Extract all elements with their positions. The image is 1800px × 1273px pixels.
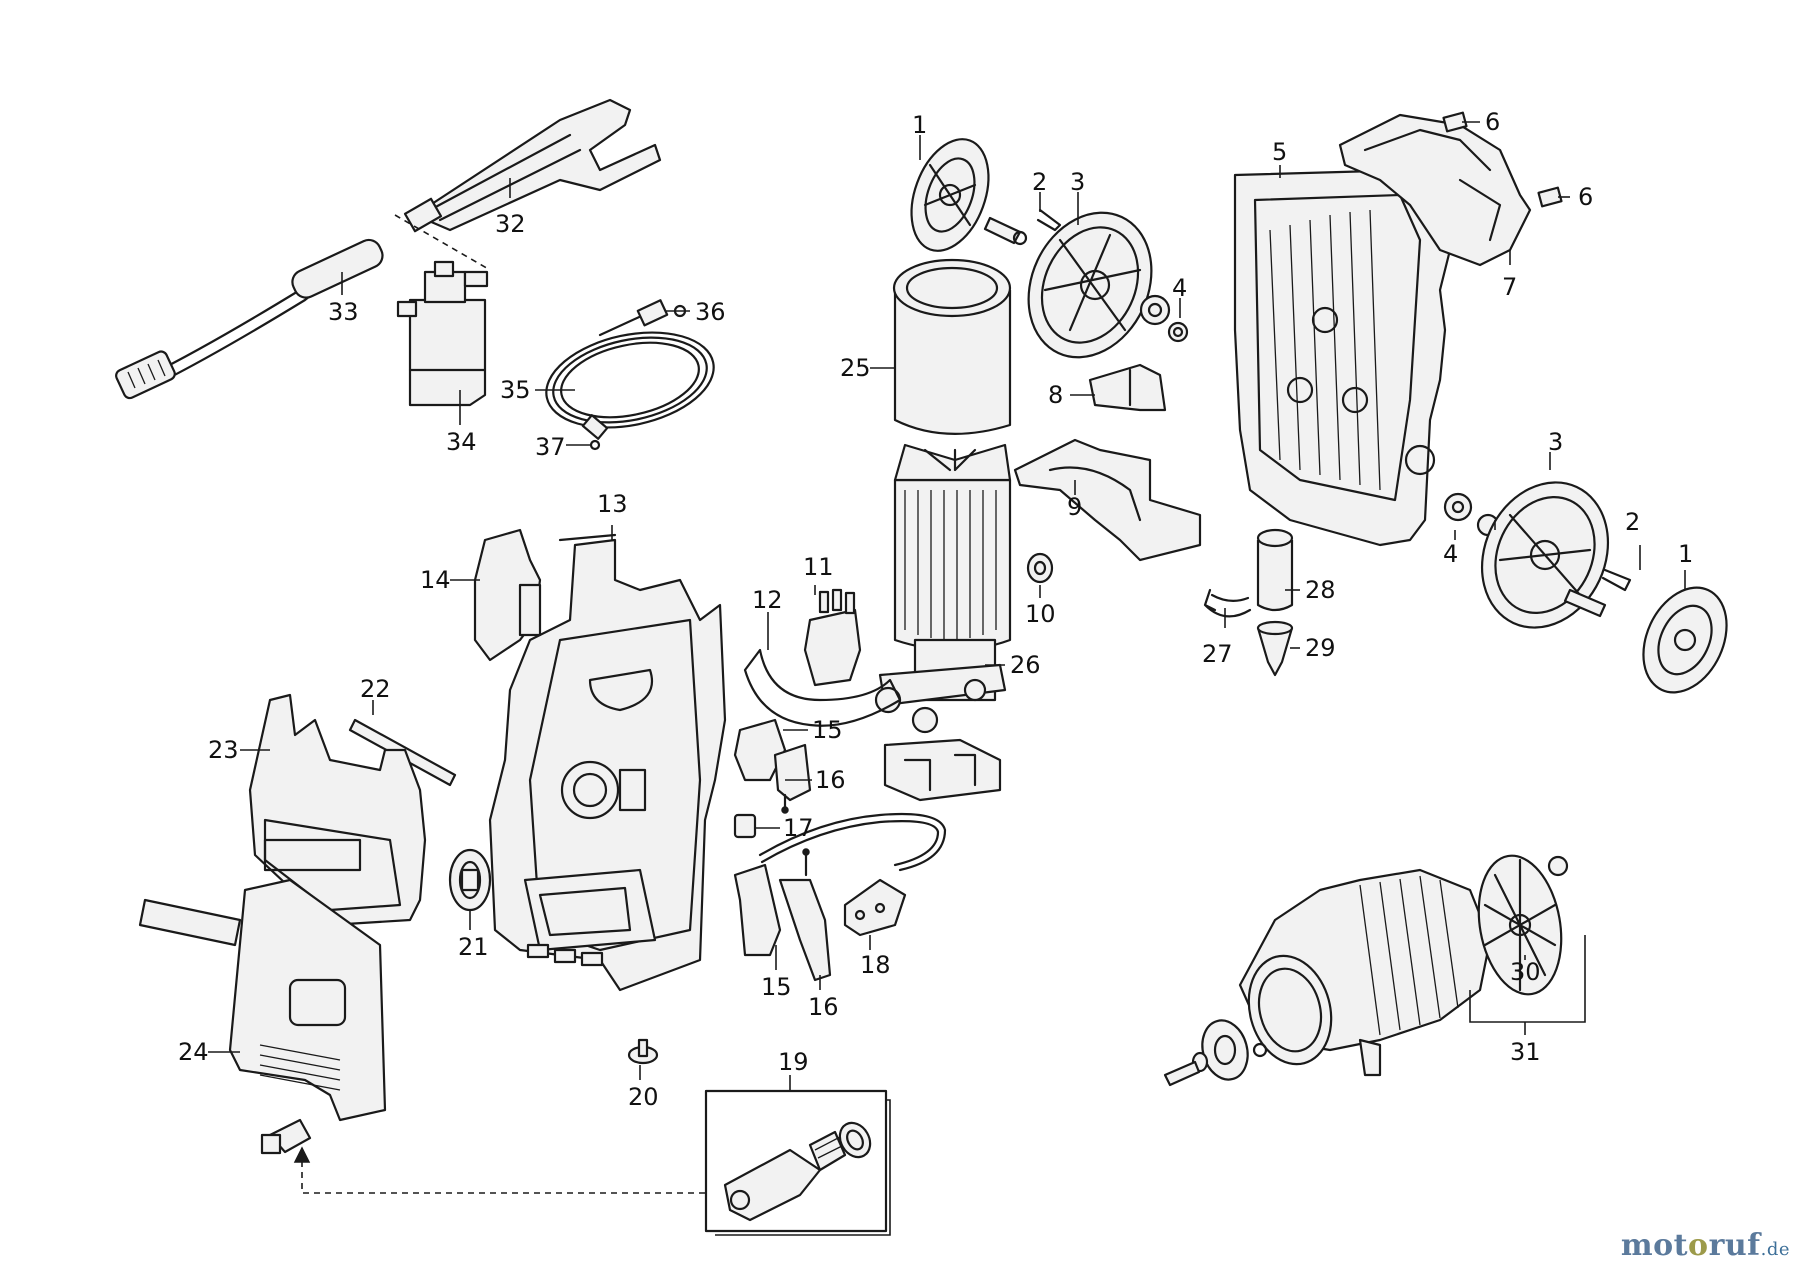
watermark-part-1: mot <box>1620 1228 1689 1263</box>
clip-15-lower <box>733 863 782 957</box>
callout-4-right: 4 <box>1443 540 1458 568</box>
motor-assembly <box>1238 868 1492 1077</box>
hose-holder-frame <box>248 693 427 927</box>
switch-module <box>803 588 862 687</box>
callout-21: 21 <box>458 933 489 961</box>
callout-35: 35 <box>500 376 531 404</box>
callout-12: 12 <box>752 586 783 614</box>
inlet-arrow-line <box>301 1160 705 1194</box>
callout-17: 17 <box>783 814 814 842</box>
callout-8: 8 <box>1048 381 1063 409</box>
callout-19: 19 <box>778 1048 809 1076</box>
callout-14: 14 <box>420 566 451 594</box>
motor-fan <box>1477 854 1569 996</box>
callout-23: 23 <box>208 736 239 764</box>
wheel-hub-cap-right <box>1642 586 1728 694</box>
callout-2-right: 2 <box>1625 508 1640 536</box>
callout-31: 31 <box>1510 1038 1541 1066</box>
clamp-ring <box>743 648 902 727</box>
inlet-kit-box <box>704 1089 891 1236</box>
callout-9: 9 <box>1067 493 1082 521</box>
callout-1-left: 1 <box>912 111 927 139</box>
watermark-part-2: o <box>1688 1228 1709 1263</box>
clip-holder <box>473 528 542 662</box>
callout-16-bottom: 16 <box>808 993 839 1021</box>
washer-left <box>1139 294 1189 343</box>
callout-labels: 1 2 3 4 5 6 6 7 8 9 10 11 12 13 14 15 16… <box>178 108 1693 1111</box>
callout-30: 30 <box>1510 958 1541 986</box>
leader-lines <box>208 121 1686 1090</box>
callout-18: 18 <box>860 951 891 979</box>
clip-16-upper <box>773 743 812 802</box>
bracket <box>1088 363 1167 412</box>
callout-29: 29 <box>1305 634 1336 662</box>
callout-22: 22 <box>360 675 391 703</box>
main-housing <box>488 533 727 992</box>
callout-10: 10 <box>1025 600 1056 628</box>
front-cover <box>138 878 387 1155</box>
callout-6-mid: 6 <box>1578 183 1593 211</box>
power-cord <box>758 812 947 937</box>
cylinder-cover <box>892 258 1012 435</box>
arrow-head-icon <box>293 1146 311 1163</box>
wheel-hub-cap-left <box>910 138 990 252</box>
callout-28: 28 <box>1305 576 1336 604</box>
callout-3-right: 3 <box>1548 428 1563 456</box>
callout-24: 24 <box>178 1038 209 1066</box>
detergent-bottle <box>394 214 491 407</box>
callout-15-bottom: 15 <box>761 973 792 1001</box>
callout-13: 13 <box>597 490 628 518</box>
handle <box>1338 111 1563 267</box>
watermark-part-4: .de <box>1760 1239 1790 1260</box>
callout-36: 36 <box>695 298 726 326</box>
motor-end-disc <box>1163 1019 1249 1087</box>
callout-34: 34 <box>446 428 477 456</box>
filter-cap <box>1256 620 1294 677</box>
callout-7: 7 <box>1502 273 1517 301</box>
support-plate <box>1013 438 1202 562</box>
callout-4-left: 4 <box>1172 274 1187 302</box>
spray-gun <box>403 98 662 233</box>
callout-1-right: 1 <box>1678 540 1693 568</box>
wheel-right <box>1480 481 1610 629</box>
callout-15-top: 15 <box>812 716 843 744</box>
callout-3-left: 3 <box>1070 168 1085 196</box>
watermark-part-3: ruf <box>1708 1228 1761 1263</box>
rear-housing <box>1233 168 1452 547</box>
clip-16-lower <box>778 848 832 982</box>
motor-mount <box>883 738 1002 802</box>
bushing <box>1026 552 1054 584</box>
callout-2-left: 2 <box>1032 168 1047 196</box>
callout-33: 33 <box>328 298 359 326</box>
lance <box>115 238 384 400</box>
wheel-left <box>1027 211 1153 359</box>
callout-5: 5 <box>1272 138 1287 166</box>
motor-pump-unit <box>874 443 1012 734</box>
callout-26: 26 <box>1010 651 1041 679</box>
callout-6-top: 6 <box>1485 108 1500 136</box>
cord-grommet <box>733 793 789 839</box>
callout-32: 32 <box>495 210 526 238</box>
rubber-foot <box>627 1038 659 1065</box>
callout-16-top: 16 <box>815 766 846 794</box>
callout-11: 11 <box>803 553 834 581</box>
axle-pin-left <box>983 208 1062 246</box>
cap-ring <box>448 848 492 912</box>
clip-15-upper <box>733 718 787 782</box>
axle-pin-right <box>1563 568 1632 618</box>
callout-20: 20 <box>628 1083 659 1111</box>
motoruf-wordmark-icon: motoruf.de <box>1621 1228 1790 1263</box>
hose-clamp <box>1203 588 1252 618</box>
filter-cartridge <box>1256 528 1294 612</box>
callout-25: 25 <box>840 354 871 382</box>
callout-37: 37 <box>535 433 566 461</box>
callout-27: 27 <box>1202 640 1233 668</box>
